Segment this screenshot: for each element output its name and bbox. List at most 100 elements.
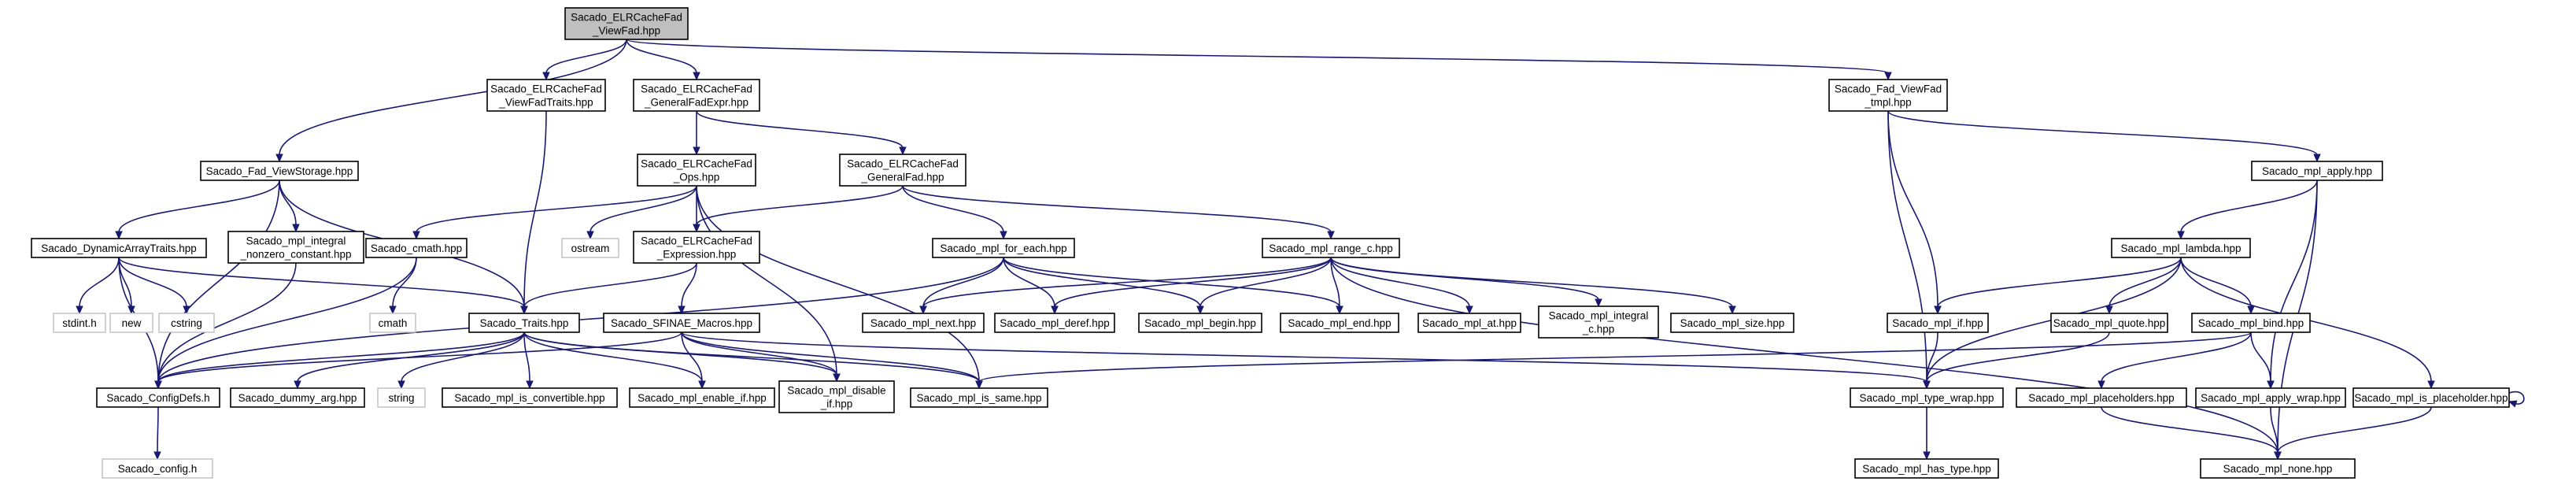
node-isconvertible[interactable]: Sacado_mpl_is_convertible.hpp — [442, 387, 618, 408]
edge-mplapply-to-applywrap — [2267, 180, 2318, 390]
node-viewstorage[interactable]: Sacado_Fad_ViewStorage.hpp — [200, 161, 359, 181]
node-box — [442, 387, 618, 408]
node-label: Sacado_mpl_for_each.hpp — [940, 242, 1066, 254]
edge-arrowhead — [2508, 400, 2518, 408]
edge-line — [545, 39, 627, 74]
edge-traits-to-enableif — [523, 331, 706, 390]
edge-arrowhead — [1923, 451, 1931, 461]
edge-line — [1330, 257, 2278, 454]
edge-line — [626, 39, 697, 74]
node-lambda[interactable]: Sacado_mpl_lambda.hpp — [2111, 238, 2251, 258]
node-box — [2191, 313, 2311, 333]
edge-line — [681, 262, 697, 308]
node-box — [603, 313, 760, 333]
edge-line — [416, 185, 697, 233]
edge-line — [2270, 406, 2278, 454]
edge-arrowhead — [1196, 305, 1204, 315]
edge-arrowhead — [389, 305, 397, 315]
edge-arrowhead — [292, 224, 300, 233]
node-box — [1850, 387, 2004, 408]
node-intnonzero[interactable]: Sacado_mpl_integral_nonzero_constant.hpp — [227, 231, 364, 264]
node-traits[interactable]: Sacado_Traits.hpp — [468, 313, 580, 333]
node-label: Sacado_ELRCacheFad — [641, 83, 752, 95]
node-applywrap[interactable]: Sacado_mpl_apply_wrap.hpp — [2195, 387, 2346, 408]
edge-line — [2180, 180, 2318, 233]
node-mplif[interactable]: Sacado_mpl_if.hpp — [1887, 313, 1989, 333]
edge-line — [523, 110, 547, 308]
node-dummyarg[interactable]: Sacado_dummy_arg.hpp — [230, 387, 365, 408]
node-at[interactable]: Sacado_mpl_at.hpp — [1417, 313, 1521, 333]
node-box — [230, 387, 365, 408]
edge-bind-to-placeholders — [2097, 331, 2252, 390]
node-size[interactable]: Sacado_mpl_size.hpp — [1670, 313, 1794, 333]
node-box — [102, 458, 213, 479]
edge-line — [157, 331, 682, 383]
edge-viewstorage-to-configdefs — [154, 180, 280, 390]
node-genfad[interactable]: Sacado_ELRCacheFad_GeneralFad.hpp — [839, 154, 966, 187]
node-none[interactable]: Sacado_mpl_none.hpp — [2200, 458, 2356, 479]
node-begin[interactable]: Sacado_mpl_begin.hpp — [1138, 313, 1262, 333]
node-configdefs[interactable]: Sacado_ConfigDefs.h — [96, 387, 220, 408]
edge-line — [2108, 257, 2182, 308]
node-ops[interactable]: Sacado_ELRCacheFad_Ops.hpp — [637, 154, 756, 187]
edge-foreach-to-begin — [1003, 257, 1204, 315]
node-root[interactable]: Sacado_ELRCacheFad_ViewFad.hpp — [564, 7, 689, 40]
edge-rangec-to-none — [1330, 257, 2282, 461]
node-disableif[interactable]: Sacado_mpl_disable_if.hpp — [778, 380, 895, 413]
node-bind[interactable]: Sacado_mpl_bind.hpp — [2191, 313, 2311, 333]
edge-line — [1887, 110, 2318, 156]
node-label: _if.hpp — [820, 398, 853, 410]
node-label: _nonzero_constant.hpp — [239, 249, 351, 261]
edge-line — [2180, 257, 2252, 308]
node-fadviewfadtmpl[interactable]: Sacado_Fad_ViewFad_tmpl.hpp — [1828, 79, 1948, 112]
edge-dynarray-to-traits — [118, 257, 528, 315]
node-issame[interactable]: Sacado_mpl_is_same.hpp — [910, 387, 1048, 408]
node-quote[interactable]: Sacado_mpl_quote.hpp — [2050, 313, 2168, 333]
node-next[interactable]: Sacado_mpl_next.hpp — [862, 313, 985, 333]
node-label: new — [122, 317, 142, 329]
edge-arrowhead — [919, 305, 927, 315]
node-label: cstring — [171, 317, 202, 329]
node-box — [158, 313, 215, 333]
node-label: Sacado_Fad_ViewFad — [1835, 83, 1942, 95]
node-vfadtraits[interactable]: Sacado_ELRCacheFad_ViewFadTraits.hpp — [486, 79, 606, 112]
node-label: Sacado_mpl_if.hpp — [1892, 317, 1983, 329]
edge-arrowhead — [586, 231, 594, 240]
node-integralc[interactable]: Sacado_mpl_integral_c.hpp — [1538, 305, 1659, 339]
node-deref[interactable]: Sacado_mpl_deref.hpp — [994, 313, 1115, 333]
node-cmathhpp[interactable]: Sacado_cmath.hpp — [365, 238, 468, 258]
node-ostream: ostream — [561, 238, 619, 258]
edge-arrowhead — [833, 373, 841, 383]
node-foreach[interactable]: Sacado_mpl_for_each.hpp — [932, 238, 1075, 258]
edge-line — [1330, 257, 1340, 308]
node-dynarray[interactable]: Sacado_DynamicArrayTraits.hpp — [31, 238, 207, 258]
edge-line — [1887, 110, 1938, 308]
edge-line — [1003, 257, 1340, 308]
node-hastype[interactable]: Sacado_mpl_has_type.hpp — [1854, 458, 1999, 479]
edge-line — [157, 331, 525, 383]
node-label: Sacado_mpl_quote.hpp — [2053, 317, 2166, 329]
node-placeholders[interactable]: Sacado_mpl_placeholders.hpp — [2016, 387, 2187, 408]
edge-arrowhead — [698, 380, 706, 390]
node-label: Sacado_mpl_disable — [787, 385, 885, 397]
node-end[interactable]: Sacado_mpl_end.hpp — [1280, 313, 1399, 333]
node-label: stdint.h — [62, 317, 97, 329]
edge-line — [1330, 257, 1470, 308]
edge-line — [157, 257, 417, 383]
node-label: Sacado_mpl_integral — [1549, 310, 1649, 322]
node-typewrap[interactable]: Sacado_mpl_type_wrap.hpp — [1850, 387, 2004, 408]
node-sfinae[interactable]: Sacado_SFINAE_Macros.hpp — [603, 313, 760, 333]
edge-arrowhead — [542, 72, 550, 81]
node-genfadexpr[interactable]: Sacado_ELRCacheFad_GeneralFadExpr.hpp — [633, 79, 760, 112]
node-expression[interactable]: Sacado_ELRCacheFad_Expression.hpp — [633, 231, 760, 264]
edge-rangec-to-size — [1330, 257, 1736, 315]
node-isplaceholder[interactable]: Sacado_mpl_is_placeholder.hpp — [2352, 387, 2510, 408]
edge-line — [1003, 257, 1201, 308]
edge-arrowhead — [693, 146, 700, 156]
node-enableif[interactable]: Sacado_mpl_enable_if.hpp — [629, 387, 775, 408]
node-mplapply[interactable]: Sacado_mpl_apply.hpp — [2251, 161, 2383, 181]
node-label: Sacado_ELRCacheFad — [571, 12, 682, 24]
edge-line — [978, 331, 2252, 383]
node-rangec[interactable]: Sacado_mpl_range_c.hpp — [1262, 238, 1400, 258]
edge-dynarray-to-cstring — [118, 257, 190, 315]
